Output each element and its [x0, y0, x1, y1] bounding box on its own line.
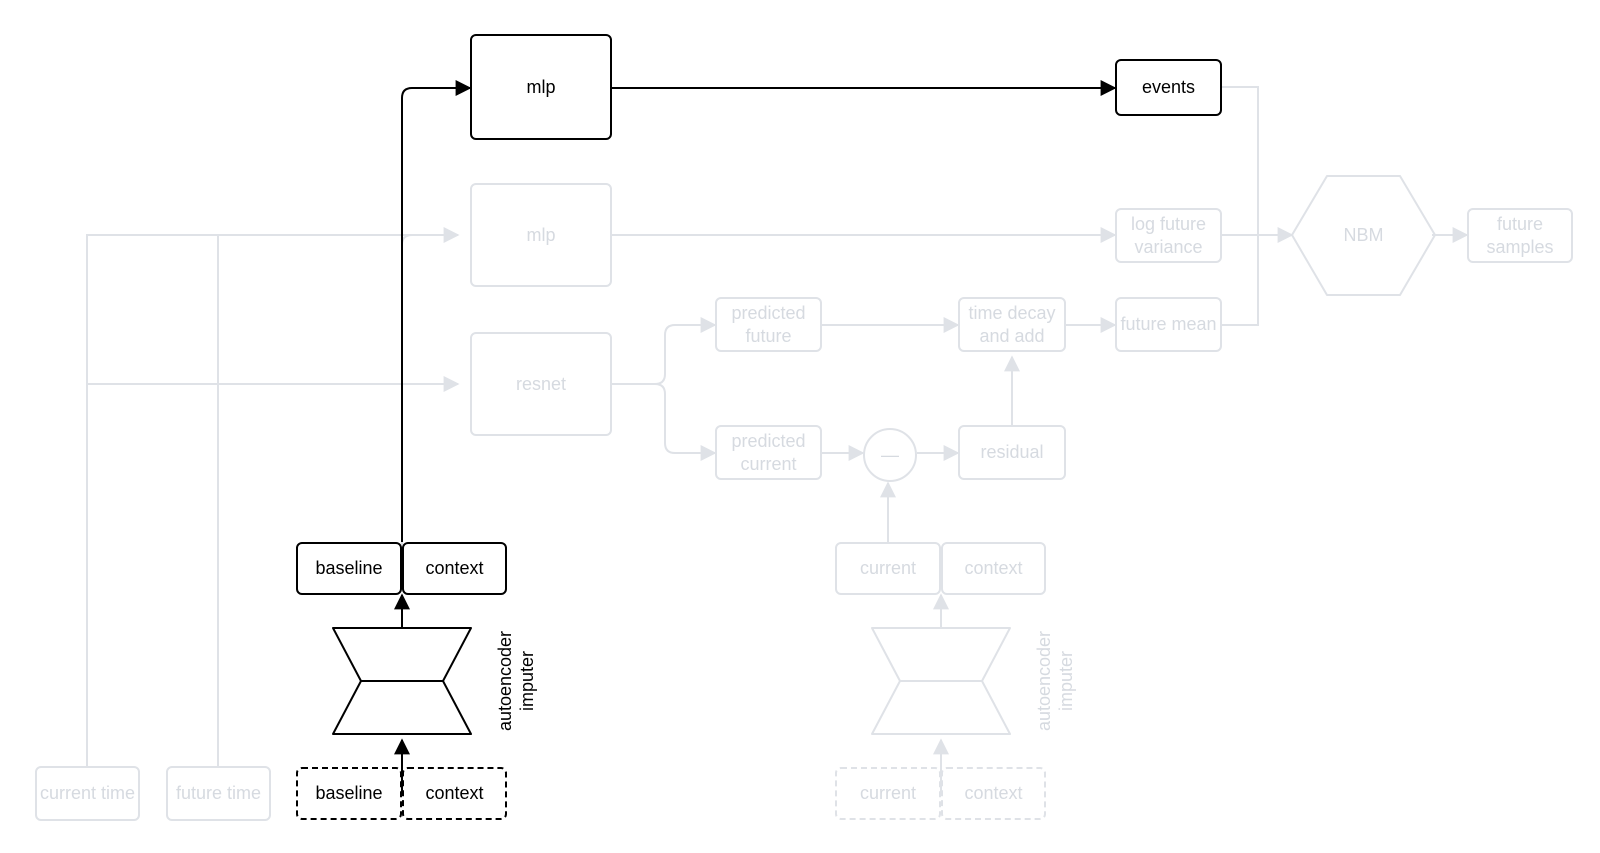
left-output-baseline-label: baseline [315, 558, 383, 578]
right-input-current-box: current [835, 767, 941, 820]
resnet-box: resnet [470, 332, 612, 436]
left-input-context-label: context [425, 783, 484, 803]
left-input-baseline-label: baseline [315, 783, 383, 803]
left-input-context-box: context [402, 767, 507, 820]
predicted-future-label: predicted future [731, 302, 806, 346]
mlp-mid-label: mlp [526, 224, 556, 245]
right-output-current-label: current [859, 558, 917, 578]
left-autoencoder-label: autoencoder imputer [495, 630, 537, 732]
events-to-nbm [1222, 86, 1259, 235]
mlp-mid-from-stack [401, 234, 413, 545]
current-time-line [86, 227, 460, 766]
residual-box: residual [958, 425, 1066, 480]
log-future-variance-box: log future variance [1115, 208, 1222, 263]
minus-circle [863, 428, 917, 482]
future-mean-label: future mean [1120, 314, 1217, 334]
minus-operator: — [864, 429, 916, 481]
stack-to-mlp-top [401, 80, 472, 542]
events-box: events [1115, 59, 1222, 116]
future-mean-box: future mean [1115, 297, 1222, 352]
right-autoencoder-label: autoencoder imputer [1034, 630, 1076, 732]
nbm-hexagon [1291, 175, 1436, 296]
current-time-box: current time [35, 766, 140, 821]
resnet-split-down [654, 383, 717, 461]
right-input-context-box: context [941, 767, 1046, 820]
residual-label: residual [980, 442, 1044, 462]
left-input-baseline-box: baseline [296, 767, 402, 820]
left-output-baseline-box: baseline [296, 542, 402, 595]
nbm-label: NBM [1343, 225, 1384, 245]
predicted-current-label: predicted current [731, 430, 806, 474]
future-samples-label: future samples [1486, 213, 1554, 257]
mlp-top-box: mlp [470, 34, 612, 140]
log-future-variance-label: log future variance [1130, 213, 1207, 257]
nbm-node: NBM [1292, 176, 1435, 295]
events-label: events [1141, 77, 1196, 97]
minus-operator-label: — [881, 444, 899, 465]
mlp-top-label: mlp [526, 76, 556, 97]
current-time-label: current time [39, 783, 136, 803]
mlp-mid-box: mlp [470, 183, 612, 287]
inactive-connectors [86, 86, 1469, 793]
right-input-current-label: current [859, 783, 917, 803]
left-output-context-box: context [402, 542, 507, 595]
time-decay-box: time decay and add [958, 297, 1066, 352]
future-samples-box: future samples [1467, 208, 1573, 263]
future-time-box: future time [166, 766, 271, 821]
future-time-label: future time [175, 783, 262, 803]
left-output-context-label: context [425, 558, 484, 578]
time-decay-label: time decay and add [968, 302, 1056, 346]
future-mean-to-nbm [1222, 235, 1259, 326]
right-output-context-box: context [941, 542, 1046, 595]
right-output-current-box: current [835, 542, 941, 595]
predicted-current-box: predicted current [715, 425, 822, 480]
right-output-context-label: context [964, 558, 1023, 578]
predicted-future-box: predicted future [715, 297, 822, 352]
right-input-context-label: context [964, 783, 1023, 803]
resnet-split-up [612, 317, 717, 385]
resnet-label: resnet [515, 373, 567, 394]
